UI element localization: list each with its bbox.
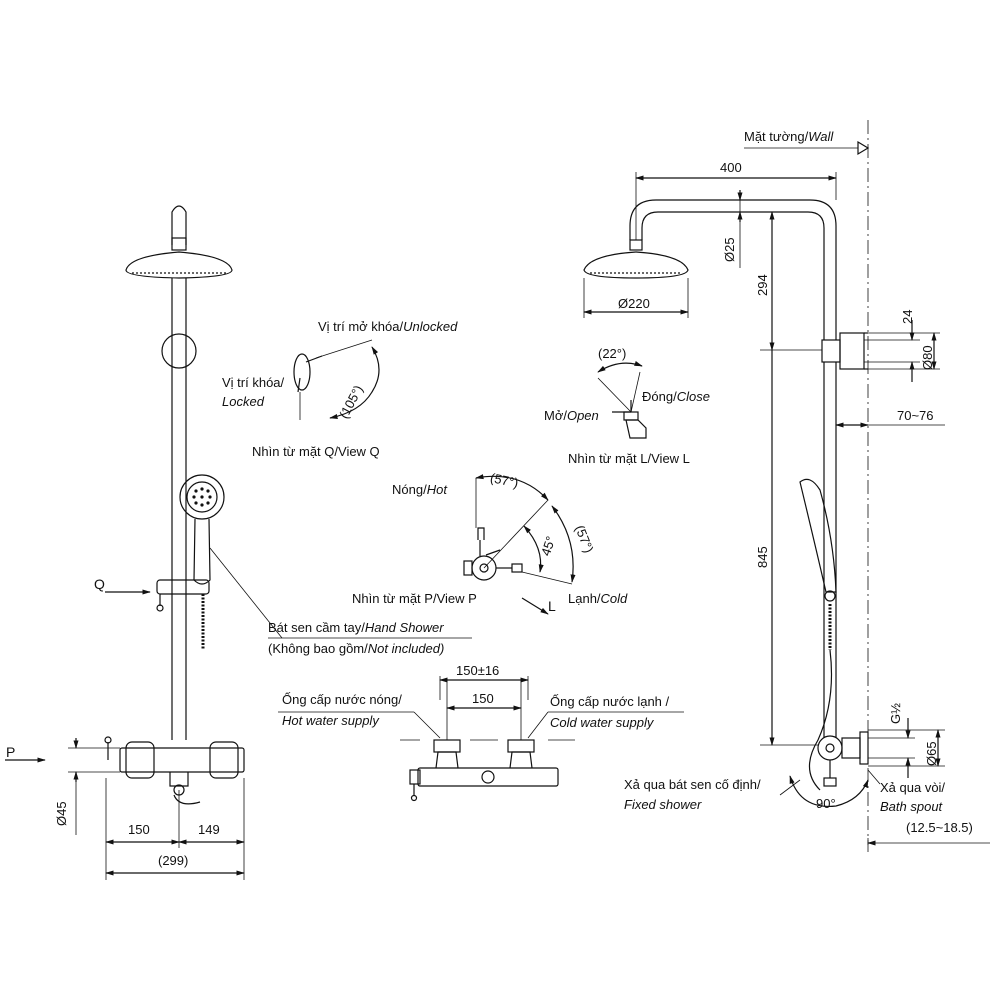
side-dim-bracket-diameter: Ø80 <box>920 345 935 370</box>
view-l-close-label: Đóng/Close <box>642 389 710 404</box>
side-angle-arc <box>789 775 869 808</box>
view-p-arc-right <box>551 505 576 583</box>
view-q-diagram <box>293 339 380 420</box>
side-dim-wall: (12.5~18.5) <box>906 820 973 835</box>
supply-cold-label-en: Cold water supply <box>550 715 654 730</box>
front-wall-bracket <box>161 333 197 369</box>
front-hand-shower-handle <box>193 518 211 585</box>
front-riser-cap <box>171 205 187 245</box>
side-dim-offset: 70~76 <box>897 408 934 423</box>
supply-detail <box>278 676 684 802</box>
side-dim-bracket: 24 <box>900 309 915 324</box>
side-hand-shower <box>799 478 837 593</box>
view-q-locked-label-en: Locked <box>222 394 264 409</box>
view-p-hot-label: Nóng/Hot <box>392 482 447 497</box>
view-l-open-label: Mở/Open <box>544 408 599 423</box>
front-overhead-shower <box>125 251 233 279</box>
front-hand-shower-head <box>179 474 225 520</box>
view-q-arc <box>329 346 380 419</box>
front-dim-valve-diameter: Ø45 <box>54 801 69 826</box>
side-shower-arm <box>629 199 837 340</box>
supply-cold-label-vi: Ống cấp nước lạnh / <box>550 694 670 709</box>
view-q-caption: Nhìn từ mặt Q/View Q <box>252 444 380 459</box>
view-p-caption: Nhìn từ mặt P/View P <box>352 591 477 606</box>
view-l-angle: (22°) <box>598 346 627 361</box>
side-bath-spout-label-en: Bath spout <box>880 799 943 814</box>
supply-hot-label-en: Hot water supply <box>282 713 379 728</box>
supply-dim-tolerance: 150±16 <box>456 663 500 678</box>
view-p-cold-label: Lạnh/Cold <box>568 591 628 606</box>
view-p-diagram <box>463 474 576 615</box>
side-dim-lower: 845 <box>755 546 770 568</box>
view-q-locked-label-vi: Vị trí khóa/ <box>222 375 285 390</box>
view-l-body <box>625 419 647 439</box>
supply-dim-center: 150 <box>472 691 494 706</box>
front-marker-q: Q <box>94 576 105 592</box>
view-l-diagram <box>597 361 647 439</box>
view-p-arc-mid <box>523 525 544 573</box>
view-p-marker-l: L <box>548 598 556 614</box>
front-view <box>5 205 472 880</box>
side-valve <box>817 735 843 761</box>
front-dim-width-right: 149 <box>198 822 220 837</box>
view-q-lever <box>293 353 311 391</box>
side-wall-label: Mặt tường/Wall <box>744 129 834 144</box>
side-angle: 90° <box>816 796 836 811</box>
front-dim-total: (299) <box>158 853 189 868</box>
front-dim-width-left: 150 <box>128 822 150 837</box>
side-dim-upper: 294 <box>755 274 770 296</box>
hand-shower-label-line1: Bát sen cầm tay/Hand Shower <box>268 620 444 635</box>
view-p-arc-top <box>475 474 549 501</box>
side-view <box>583 120 990 852</box>
front-slider <box>156 579 210 595</box>
supply-hot-label-vi: Ống cấp nước nóng/ <box>282 692 402 707</box>
side-overhead-shower <box>583 251 689 279</box>
side-fixed-shower-label-en: Fixed shower <box>624 797 702 812</box>
side-dim-head: Ø220 <box>618 296 650 311</box>
front-marker-p: P <box>6 744 16 760</box>
front-head-connector <box>171 237 187 251</box>
side-bath-spout-label-vi: Xả qua vòi/ <box>880 780 946 795</box>
front-valve-body <box>119 747 245 773</box>
view-l-caption: Nhìn từ mặt L/View L <box>568 451 690 466</box>
side-dim-arm: 400 <box>720 160 742 175</box>
side-fixed-shower-label-vi: Xả qua bát sen cố định/ <box>624 777 761 792</box>
side-dim-pipe: Ø25 <box>722 237 737 262</box>
view-l-arc <box>597 361 643 373</box>
side-dim-thread: G½ <box>888 703 903 724</box>
view-q-unlocked-label: Vị trí mở khóa/Unlocked <box>318 319 458 334</box>
supply-valve-body <box>417 767 559 787</box>
hand-shower-label-line2: (Không bao gồm/Not included) <box>268 641 445 656</box>
side-dim-flange: Ø65 <box>924 741 939 766</box>
side-upper-bracket <box>821 339 841 363</box>
